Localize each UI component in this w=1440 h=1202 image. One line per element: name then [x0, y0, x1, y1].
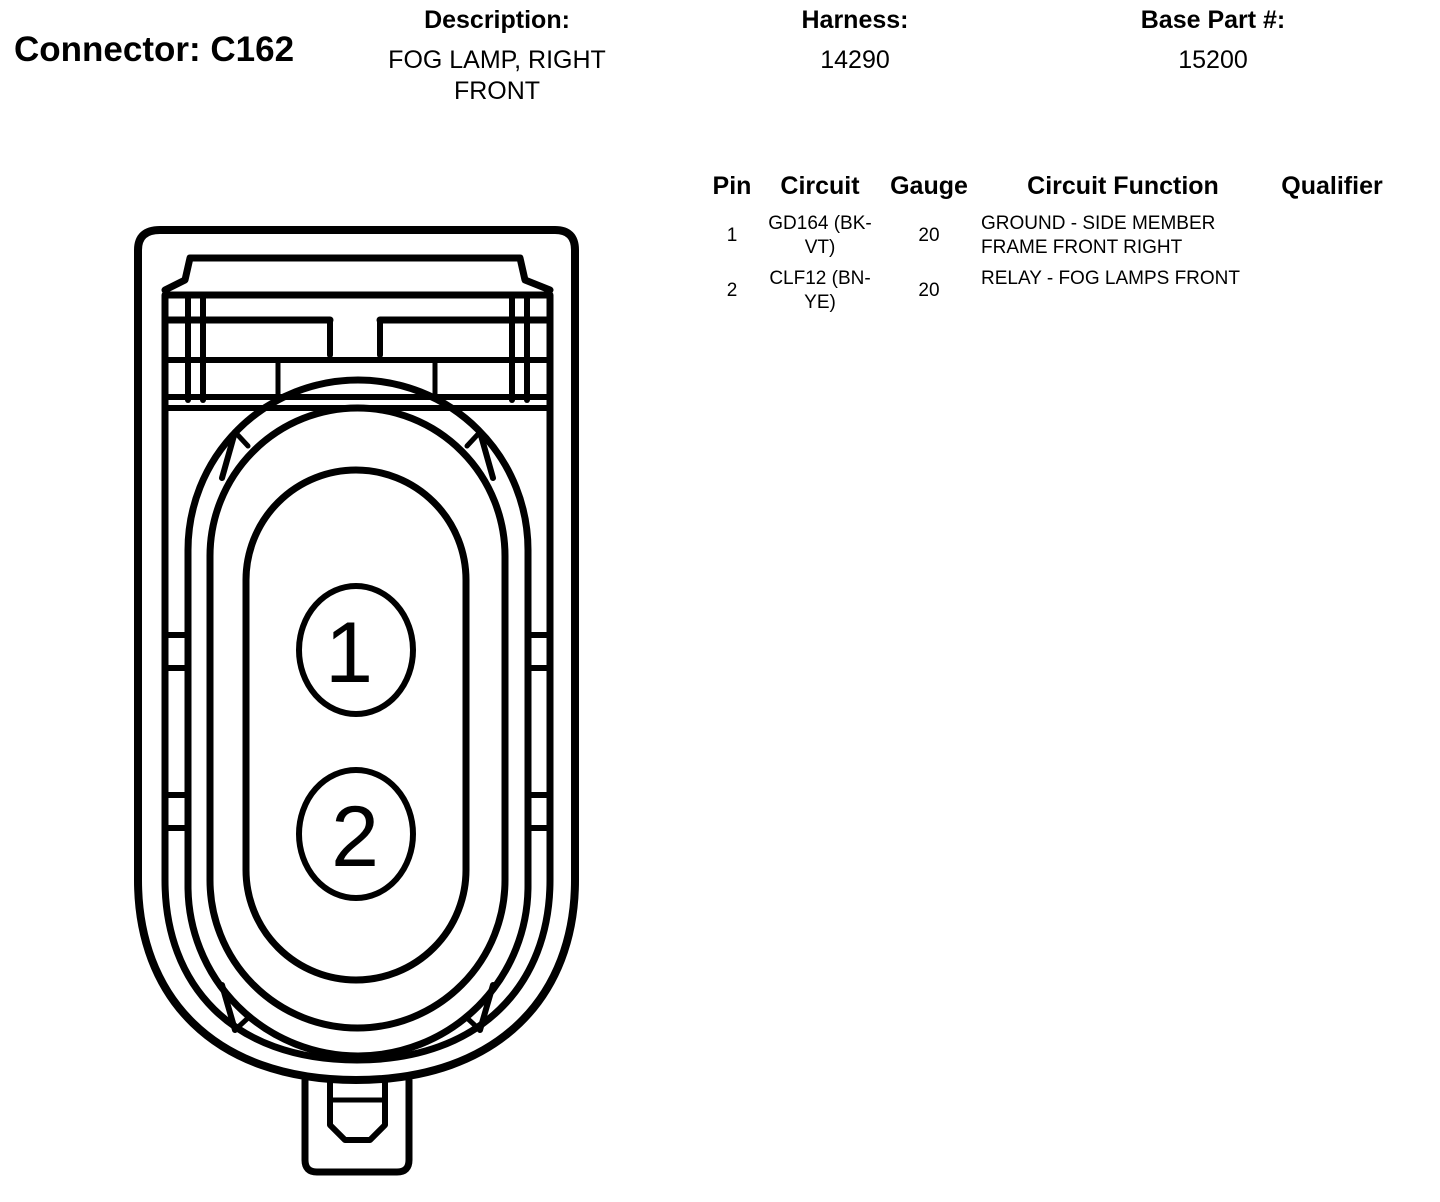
row-gauge: 20: [918, 280, 940, 301]
description-value: FOG LAMP, RIGHT FRONT: [388, 46, 606, 105]
pin-2-circle: [296, 767, 416, 901]
row-gauge: 20: [918, 225, 940, 246]
row-circuit: GD164 (BK-VT): [768, 213, 872, 258]
column-header-pin: Pin: [712, 172, 752, 200]
row-circuit: CLF12 (BN-YE): [769, 268, 871, 313]
row-pin: 2: [726, 280, 738, 301]
harness-label: Harness:: [801, 6, 909, 34]
pin-cavity: [242, 466, 470, 984]
pin-2-label: 2: [331, 789, 379, 885]
column-header-qualifier: Qualifier: [1281, 172, 1383, 200]
housing-inner: [161, 291, 554, 1064]
pin-1-circle: [296, 583, 416, 717]
connector-title: Connector: C162: [14, 30, 295, 69]
row-circuit-function: GROUND - SIDE MEMBER FRAME FRONT RIGHT: [981, 213, 1216, 258]
description-label: Description:: [424, 6, 570, 34]
column-header-gauge: Gauge: [890, 172, 968, 200]
column-header-circuit: Circuit: [780, 172, 860, 200]
column-header-circuit-function: Circuit Function: [1027, 172, 1219, 200]
latch-top: [161, 254, 554, 294]
harness-value: 14290: [820, 46, 890, 74]
base-part-label: Base Part #:: [1140, 6, 1286, 34]
seal-ring-inner: [206, 404, 509, 1032]
seal-ring-outer: [184, 376, 532, 1060]
pin-1-label: 1: [325, 605, 373, 701]
bottom-tab: [301, 1076, 413, 1176]
base-part-value: 15200: [1178, 46, 1248, 74]
row-circuit-function: RELAY - FOG LAMPS FRONT: [981, 268, 1241, 289]
row-pin: 1: [726, 225, 738, 246]
housing-outer: [134, 226, 579, 1084]
